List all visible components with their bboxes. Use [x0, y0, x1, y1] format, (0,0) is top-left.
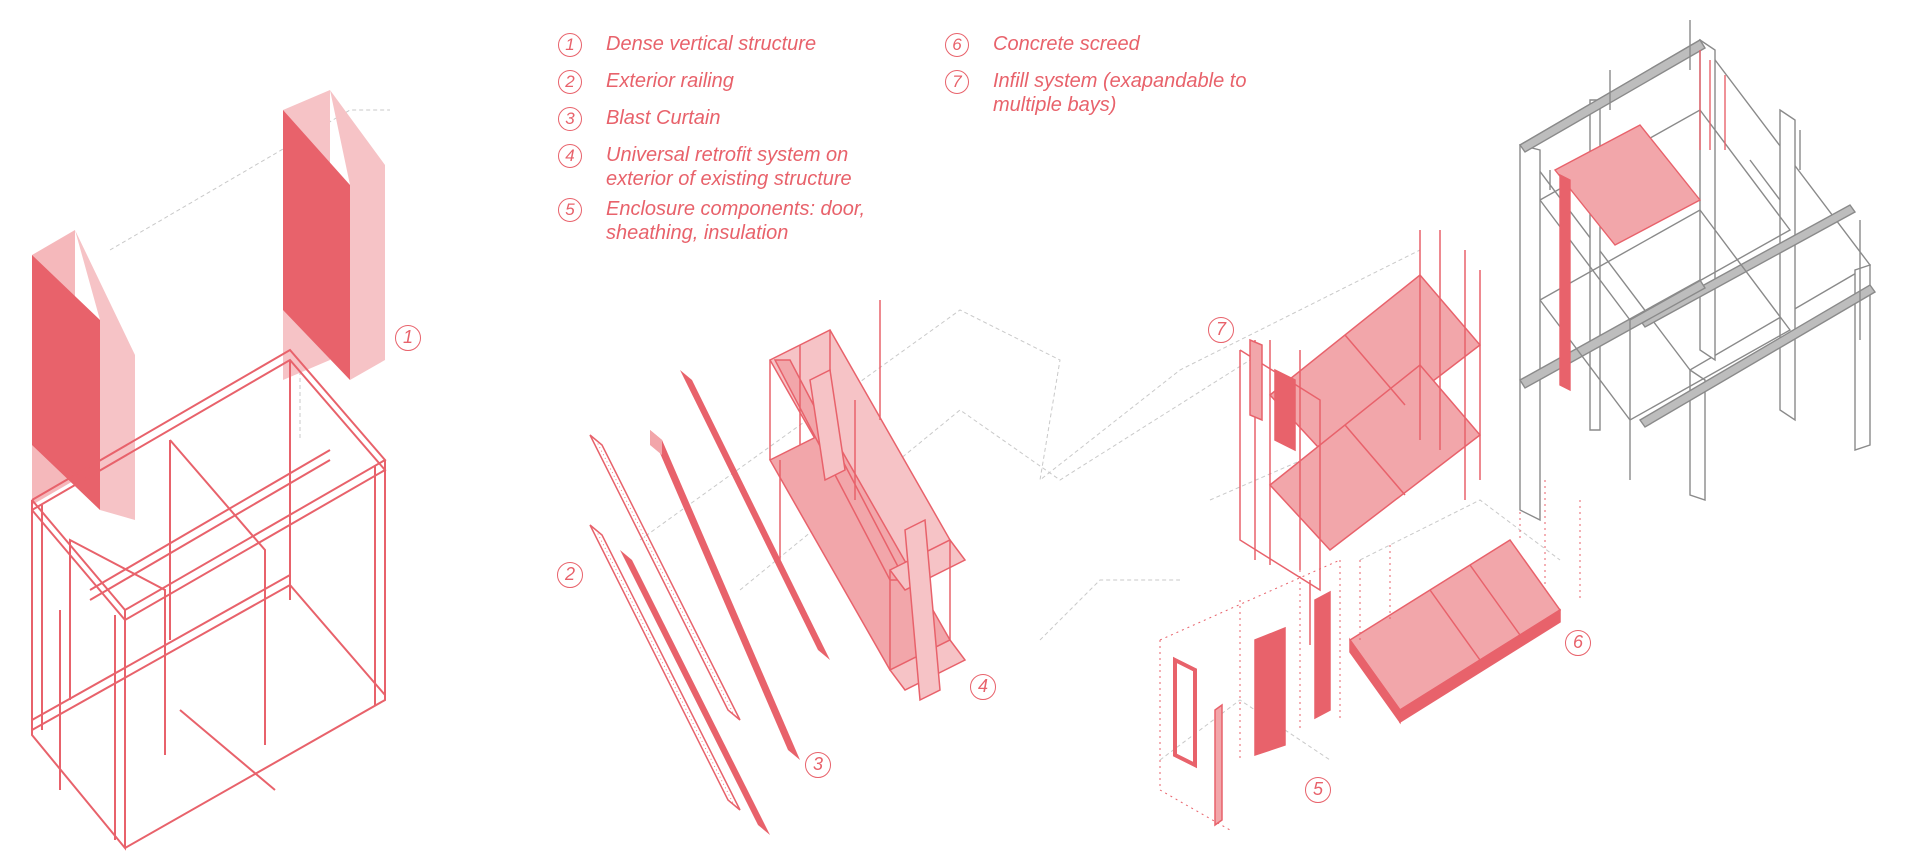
- concrete-screed: [1348, 470, 1581, 725]
- legend-number-3: 3: [558, 107, 582, 131]
- legend-text-4: Universal retrofit system on exterior of…: [606, 143, 852, 191]
- legend-item-6: 6 Concrete screed: [945, 32, 1140, 57]
- legend-number-5: 5: [558, 198, 582, 222]
- legend-text-5: Enclosure components: door, sheathing, i…: [606, 197, 865, 245]
- legend-number-2: 2: [558, 70, 582, 94]
- legend-item-7: 7 Infill system (exapandable to multiple…: [945, 69, 1246, 117]
- legend-item-1: 1 Dense vertical structure: [558, 32, 816, 57]
- legend-text-5-line-2: sheathing, insulation: [606, 222, 789, 244]
- legend-text-1: Dense vertical structure: [606, 33, 817, 55]
- legend-number-6: 6: [945, 33, 969, 57]
- legend-item-3: 3 Blast Curtain: [558, 106, 721, 131]
- blast-curtain-panel-1: [650, 430, 800, 760]
- vertical-wall-panel-right: [283, 90, 385, 380]
- legend-text-7-line-1: Infill system (exapandable to: [993, 70, 1247, 92]
- callout-7: 7: [1208, 317, 1234, 343]
- callout-4: 4: [970, 674, 996, 700]
- exterior-railing-lower: [589, 524, 741, 811]
- callout-2: 2: [557, 562, 583, 588]
- legend-text-4-line-1: Universal retrofit system on: [606, 144, 849, 166]
- exterior-railing-upper: [589, 434, 741, 721]
- callout-5: 5: [1305, 777, 1331, 803]
- enclosure-components: [1159, 559, 1341, 831]
- dense-vertical-structure-group: [31, 90, 387, 851]
- legend-number-4: 4: [558, 144, 582, 168]
- blast-curtain-panel-3: [680, 370, 830, 660]
- callout-3: 3: [805, 752, 831, 778]
- legend-item-2: 2 Exterior railing: [558, 69, 734, 94]
- blast-curtain-panel-2: [620, 550, 770, 835]
- callout-6: 6: [1565, 630, 1591, 656]
- legend-text-7-line-2: multiple bays): [993, 94, 1117, 116]
- legend-text-6: Concrete screed: [993, 33, 1140, 55]
- legend-text-4-line-2: exterior of existing structure: [606, 168, 852, 190]
- callout-1: 1: [395, 325, 421, 351]
- existing-structure: [1518, 20, 1877, 522]
- legend-number-1: 1: [558, 33, 582, 57]
- legend-text-5-line-1: Enclosure components: door,: [606, 198, 866, 220]
- legend-text-3: Blast Curtain: [606, 107, 721, 129]
- universal-retrofit-system: [768, 300, 967, 702]
- legend-number-7: 7: [945, 70, 969, 94]
- infill-system: [1239, 230, 1482, 645]
- legend-item-5: 5 Enclosure components: door, sheathing,…: [558, 197, 865, 245]
- legend-text-7: Infill system (exapandable to multiple b…: [993, 69, 1246, 117]
- legend-item-4: 4 Universal retrofit system on exterior …: [558, 143, 852, 191]
- frame-structure: [31, 348, 387, 851]
- vertical-wall-panel-left: [32, 230, 135, 520]
- legend-text-2: Exterior railing: [606, 70, 734, 92]
